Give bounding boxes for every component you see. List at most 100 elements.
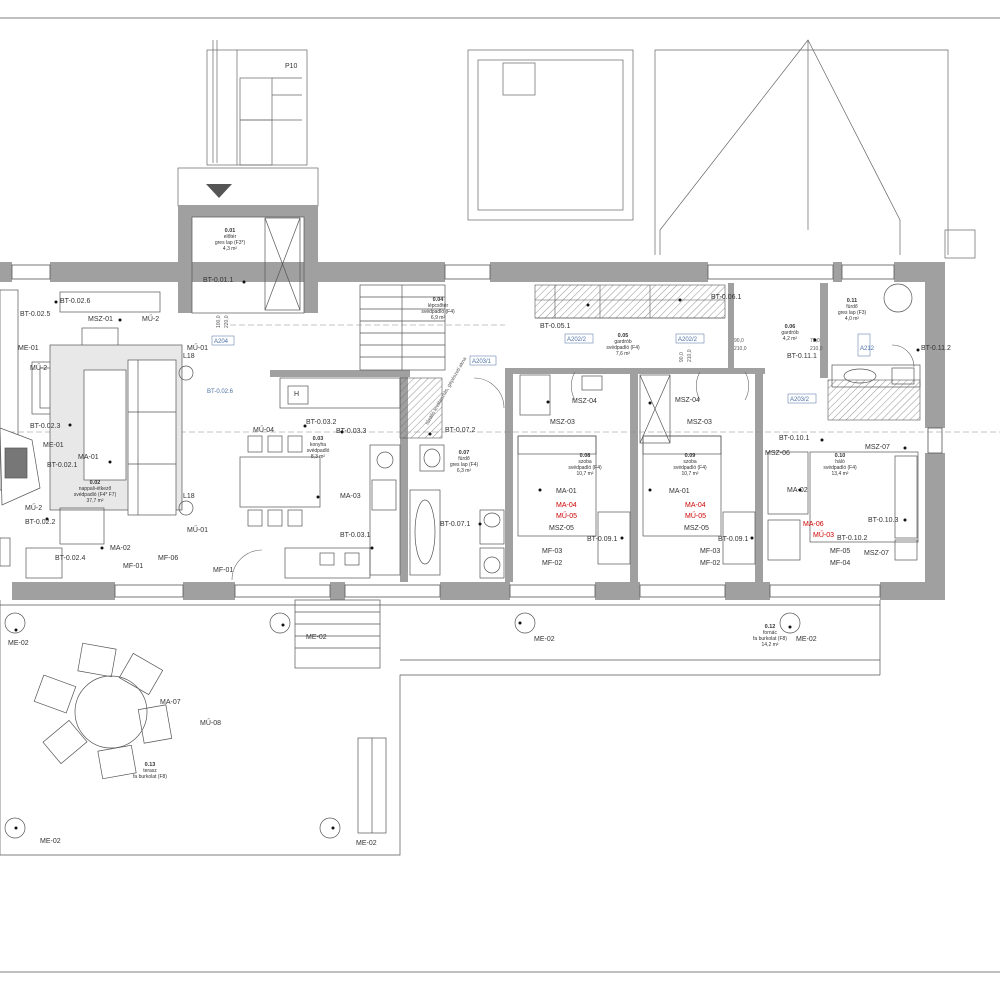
label-me01a: ME-01: [18, 345, 39, 352]
door-tag-labels: A204 A203/1 A202/2 A202/2 A203/2 A212: [214, 337, 875, 403]
label-me02d: ME-02: [796, 636, 817, 643]
label-mu03: MŰ-03: [813, 530, 834, 539]
label-ma01b: MA-01: [556, 488, 577, 495]
label-mf01b: MF-01: [213, 567, 233, 574]
svg-text:0.09: 0.09: [685, 453, 696, 459]
room-005: 0.05 gardrób svédpadló (F4) 7,6 m²: [606, 333, 640, 357]
room-013: 0.13 terasz fa burkolat (F8): [133, 762, 167, 780]
label-bt0022: BT-0.02.2: [25, 519, 55, 526]
label-mf04: MF-04: [830, 560, 850, 567]
label-ma04a: MA-04: [556, 502, 577, 509]
room-012: 0.12 fornác fa burkolat (F8) 14,2 m²: [753, 624, 787, 648]
label-bt0023: BT-0.02.3: [30, 423, 60, 430]
label-msz03a: MSZ-03: [550, 419, 575, 426]
label-mu05b: MŰ-05: [685, 511, 706, 520]
site-context: [177, 39, 976, 259]
svg-text:svédpadló (F4): svédpadló (F4): [606, 345, 640, 351]
svg-text:10,7 m²: 10,7 m²: [577, 471, 594, 477]
svg-text:0.12: 0.12: [765, 624, 776, 630]
svg-text:svédpadló: svédpadló: [307, 448, 330, 454]
label-bt0112: BT-0.11.2: [921, 345, 951, 352]
label-mf05: MF-05: [830, 548, 850, 555]
svg-text:fürdő: fürdő: [846, 304, 858, 310]
label-mf01a: MF-01: [123, 563, 143, 570]
label-me02a: ME-02: [8, 640, 29, 647]
label-mu08: MŰ-08: [200, 718, 221, 727]
svg-text:10,7 m²: 10,7 m²: [682, 471, 699, 477]
svg-text:gres lap (F3*): gres lap (F3*): [215, 240, 246, 246]
svg-text:szoba: szoba: [683, 459, 697, 465]
label-bt0102: BT-0.10.2: [837, 535, 867, 542]
svg-text:4,3 m²: 4,3 m²: [223, 246, 238, 252]
label-msz07a: MSZ-07: [865, 444, 890, 451]
label-mu2a: MŰ-2: [142, 314, 159, 323]
svg-text:0.06: 0.06: [785, 324, 796, 330]
svg-text:fornác: fornác: [763, 630, 777, 636]
label-mu01a: MŰ-01: [187, 343, 208, 352]
door-tag-a204: A204: [214, 339, 229, 345]
room-011: 0.11 fürdő gres lap (F3) 4,0 m²: [838, 298, 867, 322]
door-swings: [231, 344, 915, 581]
label-bt0024: BT-0.02.4: [55, 555, 85, 562]
living-furniture: [0, 289, 194, 579]
label-bt0101: BT-0.10.1: [779, 435, 809, 442]
label-ma02b: MA-02: [787, 487, 808, 494]
label-bt0021: BT-0.02.1: [47, 462, 77, 469]
svg-text:0.11: 0.11: [847, 298, 857, 304]
bathroom-007: [409, 444, 505, 579]
door-tag-a202a: A202/2: [567, 337, 587, 343]
label-mu05a: MŰ-05: [556, 511, 577, 520]
label-msz04b: MSZ-04: [675, 397, 700, 404]
dim-7: 90,0: [679, 352, 685, 362]
staircase: [359, 284, 446, 371]
label-me01b: ME-01: [43, 442, 64, 449]
wardrobes: [535, 285, 725, 319]
room-008: 0.08 szoba svédpadló (F4) 10,7 m²: [568, 453, 602, 477]
svg-text:4,2 m²: 4,2 m²: [783, 336, 798, 342]
dim-3: 90,0: [734, 338, 744, 344]
svg-text:lépcsőtér: lépcsőtér: [428, 303, 449, 309]
svg-text:0.08: 0.08: [580, 453, 591, 459]
label-me02b: ME-02: [306, 634, 327, 641]
label-ma02a: MA-02: [110, 545, 131, 552]
label-me02f: ME-02: [356, 840, 377, 847]
label-bt0051: BT-0.05.1: [540, 323, 570, 330]
svg-text:0.07: 0.07: [459, 450, 470, 456]
svg-text:terasz: terasz: [143, 768, 157, 774]
room-stamps: 0.01 előtér gres lap (F3*) 4,3 m² 0.02 n…: [74, 228, 867, 780]
leader-dots: [14, 280, 920, 830]
svg-text:14,2 m²: 14,2 m²: [762, 642, 779, 648]
svg-text:konyha: konyha: [310, 442, 326, 448]
label-bt0091b: BT-0.09.1: [718, 536, 748, 543]
label-mf02a: MF-02: [542, 560, 562, 567]
label-mf06: MF-06: [158, 555, 178, 562]
label-ma04b: MA-04: [685, 502, 706, 509]
dim-2: 220,0: [224, 315, 230, 328]
label-msz05a: MSZ-05: [549, 525, 574, 532]
svg-text:előtér: előtér: [224, 234, 237, 240]
svg-text:0.10: 0.10: [835, 453, 846, 459]
room-001: 0.01 előtér gres lap (F3*) 4,3 m²: [215, 228, 246, 252]
svg-text:gardrób: gardrób: [614, 339, 631, 345]
svg-text:0.03: 0.03: [313, 436, 324, 442]
label-bt0071: BT-0.07.1: [440, 521, 470, 528]
svg-text:svédpadló (F4* F7): svédpadló (F4* F7): [74, 492, 117, 498]
label-bt0061: BT-0.06.1: [711, 294, 741, 301]
room-009: 0.09 szoba svédpadló (F4) 10,7 m²: [673, 453, 707, 477]
svg-text:0.01: 0.01: [225, 228, 236, 234]
svg-text:13,4 m²: 13,4 m²: [832, 471, 849, 477]
bathroom-011: [831, 283, 921, 388]
svg-text:svédpadló (F4): svédpadló (F4): [568, 465, 602, 471]
dim-6: 210,0: [810, 346, 823, 352]
svg-text:gres lap (F4): gres lap (F4): [450, 462, 479, 468]
door-tags: [211, 333, 871, 404]
dim-1: 100,0: [216, 315, 222, 328]
label-ma06: MA-06: [803, 521, 824, 528]
svg-text:8,3 m²: 8,3 m²: [311, 454, 326, 460]
label-p10: P10: [285, 63, 298, 70]
label-mu2b: MŰ-2: [30, 363, 47, 372]
label-msz06: MSZ-06: [765, 450, 790, 457]
label-me02e: ME-02: [40, 838, 61, 845]
room-002: 0.02 nappali-étkező svédpadló (F4* F7) 3…: [74, 480, 117, 504]
